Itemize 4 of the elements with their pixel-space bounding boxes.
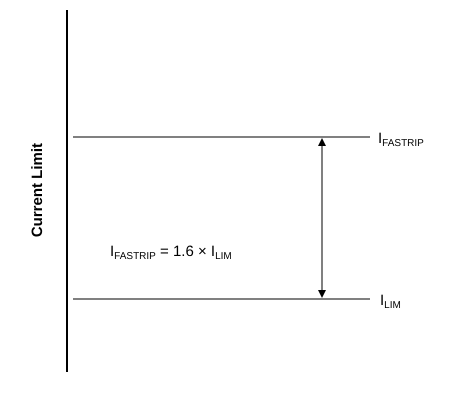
formula-label: I$_{FASTRIP}$ = 1.6 × I$_{LIM}$ [110,244,232,262]
axis-label: Current Limit [30,143,45,238]
level-label: I$_{FASTRIP}$ [378,131,424,149]
level-label: I$_{LIM}$ [380,293,401,311]
